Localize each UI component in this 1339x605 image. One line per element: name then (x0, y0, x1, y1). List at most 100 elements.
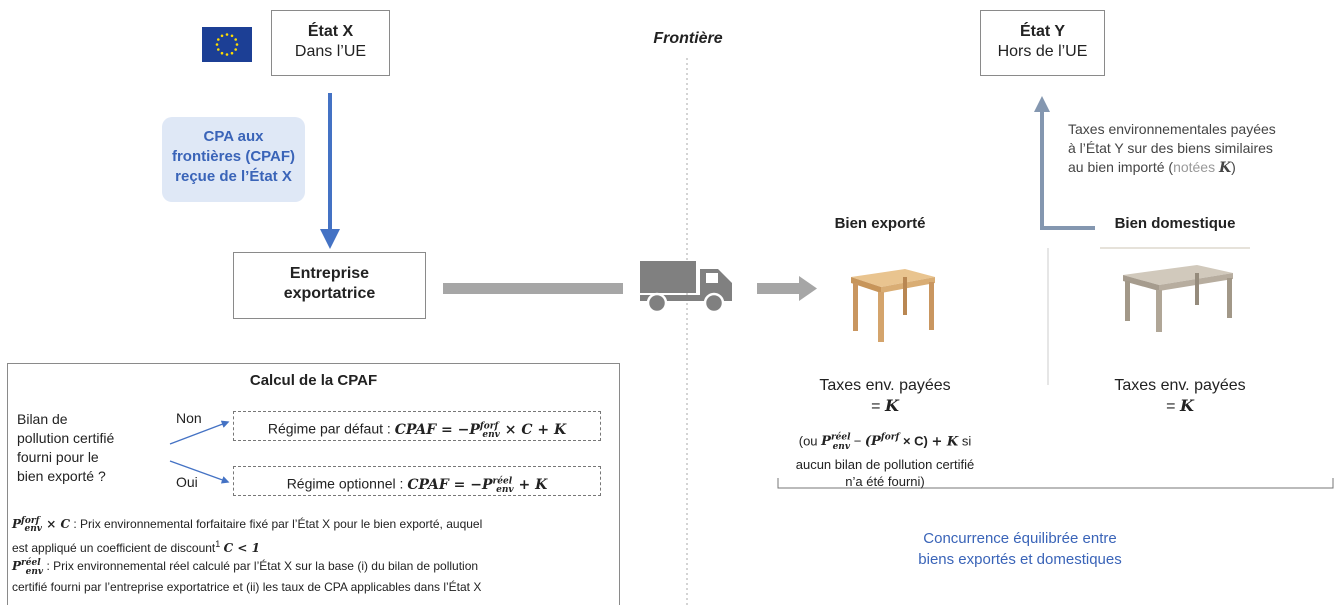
def1-line1: Pforfenv × C : Prix environnemental forf… (12, 514, 617, 537)
default-regime-label: Régime par défaut : (267, 420, 391, 437)
competition-line1: Concurrence équilibrée entre (923, 530, 1117, 547)
alt-note-paren-p: (P (864, 434, 881, 450)
question-line: pollution certifié (17, 430, 115, 446)
state-y-subtitle: Hors de l’UE (997, 43, 1088, 60)
optional-regime-label: Régime optionnel : (286, 475, 404, 492)
default-formula-lhs: CPAF = −P (394, 421, 480, 438)
optional-regime-box: Régime optionnel : CPAF = −Préelenv + K (233, 466, 601, 496)
question-line: Bilan de (17, 411, 68, 427)
state-x-title: État X (307, 23, 354, 40)
def2-text-a: : Prix environnemental réel calculé par … (46, 559, 479, 574)
tax-flow-arrow (1040, 110, 1095, 230)
env-taxes-k: K (1219, 160, 1232, 176)
def1-c: C < 1 (223, 541, 260, 556)
competition-note: Concurrence équilibrée entre biens expor… (905, 528, 1135, 570)
optional-formula-lhs: CPAF = −P (407, 476, 493, 493)
def1-line2: est appliqué un coefficient de discount1… (12, 537, 617, 556)
state-x-subtitle: Dans l’UE (294, 43, 367, 60)
cpaf-received-bubble: CPA aux frontières (CPAF) reçue de l’Éta… (162, 117, 305, 202)
def2-line2: certifié fourni par l’entreprise exporta… (12, 579, 482, 594)
alt-note-si: si (961, 433, 972, 449)
def2-sup: réel (21, 558, 41, 569)
state-y-title: État Y (1019, 23, 1066, 40)
exported-k: K (884, 396, 899, 415)
domestic-taxes: Taxes env. payées = K (1105, 376, 1255, 417)
def1-sub: env (24, 524, 43, 535)
alt-note-open: (ou (798, 433, 818, 449)
domestic-eq: = (1166, 398, 1176, 415)
alt-note: (ou Préelenv − (Pforf × C) + K si aucun … (790, 430, 980, 490)
alt-note-sub: env (832, 441, 851, 452)
cpaf-calc-box: Calcul de la CPAF Bilan de pollution cer… (7, 363, 620, 605)
env-taxes-line3: au bien importé (notées K) (1068, 158, 1338, 178)
state-y-box: État Y Hors de l’UE (980, 10, 1105, 76)
alt-note-line1: (ou Préelenv − (Pforf × C) + K si (790, 430, 980, 456)
frontier-label: Frontière (653, 30, 723, 47)
cpaf-received-line1: CPA aux (203, 128, 264, 145)
default-regime-box: Régime par défaut : CPAF = −Pforfenv × C… (233, 411, 601, 441)
default-formula-sub: env (482, 430, 500, 441)
exporter-box: Entreprise exportatrice (233, 252, 426, 319)
calc-question: Bilan de pollution certifié fourni pour … (17, 410, 157, 486)
alt-note-plus-k: + K (931, 434, 959, 450)
goods-bracket (777, 478, 1334, 489)
truck-icon (640, 261, 733, 314)
def2-line1: Préelenv : Prix environnemental réel cal… (12, 556, 617, 579)
exported-eq: = (871, 398, 881, 415)
env-taxes-line2: à l’État Y sur des biens similaires (1068, 140, 1273, 156)
def2-sub: env (25, 566, 44, 577)
cpaf-received-line2: frontières (CPAF) (171, 148, 296, 165)
def1-rest: × C (46, 517, 71, 531)
env-taxes-notees: notées (1173, 159, 1216, 175)
def1-text-a: : Prix environnemental forfaitaire fixé … (73, 517, 483, 531)
question-line: bien exporté ? (17, 468, 106, 484)
def2-p: P (12, 559, 22, 574)
question-line: fourni pour le (17, 449, 99, 465)
alt-note-sup2: forf (880, 433, 900, 443)
eu-flag-icon (202, 27, 252, 62)
alt-note-line3: n’a été fourni) (845, 473, 925, 489)
default-formula-rest: × C + K (504, 421, 567, 438)
alt-note-times: × C) (902, 433, 928, 449)
domestic-k: K (1179, 396, 1194, 415)
exported-good-title: Bien exporté (834, 215, 926, 232)
def1-text-b: est appliqué un coefficient de discount (12, 541, 216, 556)
def1-sup: forf (21, 516, 40, 526)
def1-p: P (12, 517, 22, 531)
exporter-line1: Entreprise (289, 265, 370, 282)
delivery-arrow-shaft (757, 283, 799, 294)
non-label: Non (176, 410, 202, 426)
shipment-bar (443, 283, 623, 294)
default-formula-sup: forf (479, 421, 499, 431)
cpaf-received-line3: reçue de l’État X (175, 168, 292, 185)
oui-label: Oui (176, 474, 198, 490)
exported-taxes: Taxes env. payées = K (810, 376, 960, 417)
non-arrow (169, 420, 230, 445)
oui-arrow (169, 460, 230, 484)
env-taxes-line3-c: ) (1231, 159, 1236, 175)
alt-note-sup: réel (830, 433, 851, 443)
optional-formula-sup: réel (492, 476, 513, 486)
env-taxes-line1: Taxes environnementales payées (1068, 121, 1276, 137)
calc-title: Calcul de la CPAF (249, 372, 378, 389)
exported-taxes-label: Taxes env. payées (819, 377, 951, 394)
optional-formula-sub: env (496, 485, 514, 496)
domestic-taxes-label: Taxes env. payées (1114, 377, 1246, 394)
def1-footnote: 1 (215, 539, 221, 550)
alt-note-p-letter: P (821, 434, 831, 450)
definitions: Pforfenv × C : Prix environnemental forf… (12, 514, 617, 595)
exported-table-icon (845, 255, 938, 345)
optional-formula-rest: + K (518, 476, 548, 493)
domestic-table-icon (1117, 255, 1237, 335)
domestic-good-title: Bien domestique (1114, 215, 1236, 232)
alt-note-minus: − (853, 433, 862, 449)
state-x-box: État X Dans l’UE (271, 10, 390, 76)
alt-note-p: Préelenv (821, 433, 851, 452)
env-taxes-note: Taxes environnementales payées à l’État … (1068, 120, 1338, 178)
env-taxes-line3-a: au bien importé ( (1068, 159, 1174, 175)
competition-line2: biens exportés et domestiques (918, 551, 1122, 568)
exporter-line2: exportatrice (283, 285, 376, 302)
alt-note-line2: aucun bilan de pollution certifié (795, 456, 975, 472)
delivery-arrow-head (799, 276, 817, 301)
